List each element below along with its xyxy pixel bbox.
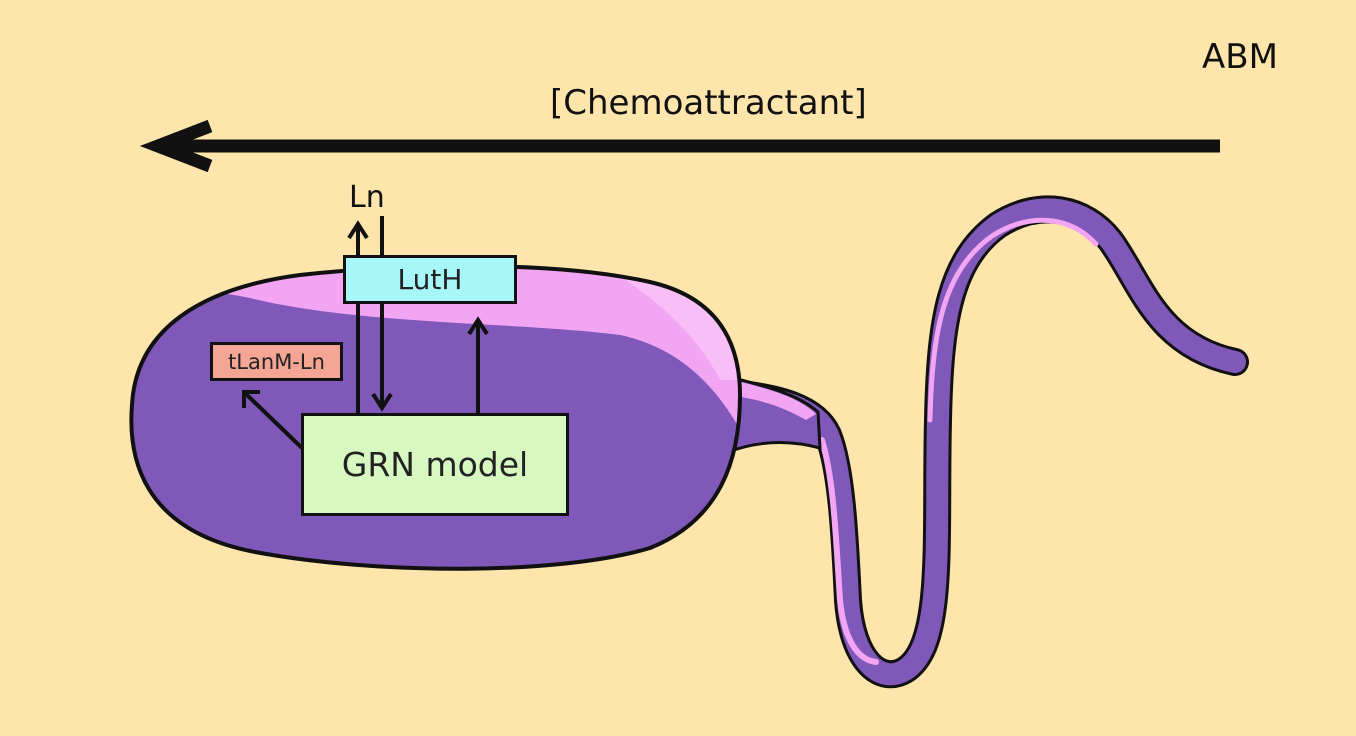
luth-label: LutH bbox=[397, 263, 463, 296]
ln-import-arrow bbox=[371, 216, 393, 412]
grn-model-label: GRN model bbox=[341, 445, 529, 484]
grn-model-box: GRN model bbox=[301, 413, 569, 516]
luth-expression-arrow bbox=[467, 316, 489, 414]
flagellum bbox=[721, 195, 1249, 689]
tlanm-ln-label: tLanM-Ln bbox=[228, 349, 325, 374]
complex-arrow bbox=[242, 390, 304, 450]
chemoattractant-label: [Chemoattractant] bbox=[550, 83, 867, 123]
gradient-arrow bbox=[139, 119, 1220, 173]
ln-label: Ln bbox=[349, 180, 385, 215]
tlanm-ln-box: tLanM-Ln bbox=[210, 342, 343, 381]
abm-label: ABM bbox=[1202, 37, 1278, 77]
luth-box: LutH bbox=[343, 255, 517, 304]
